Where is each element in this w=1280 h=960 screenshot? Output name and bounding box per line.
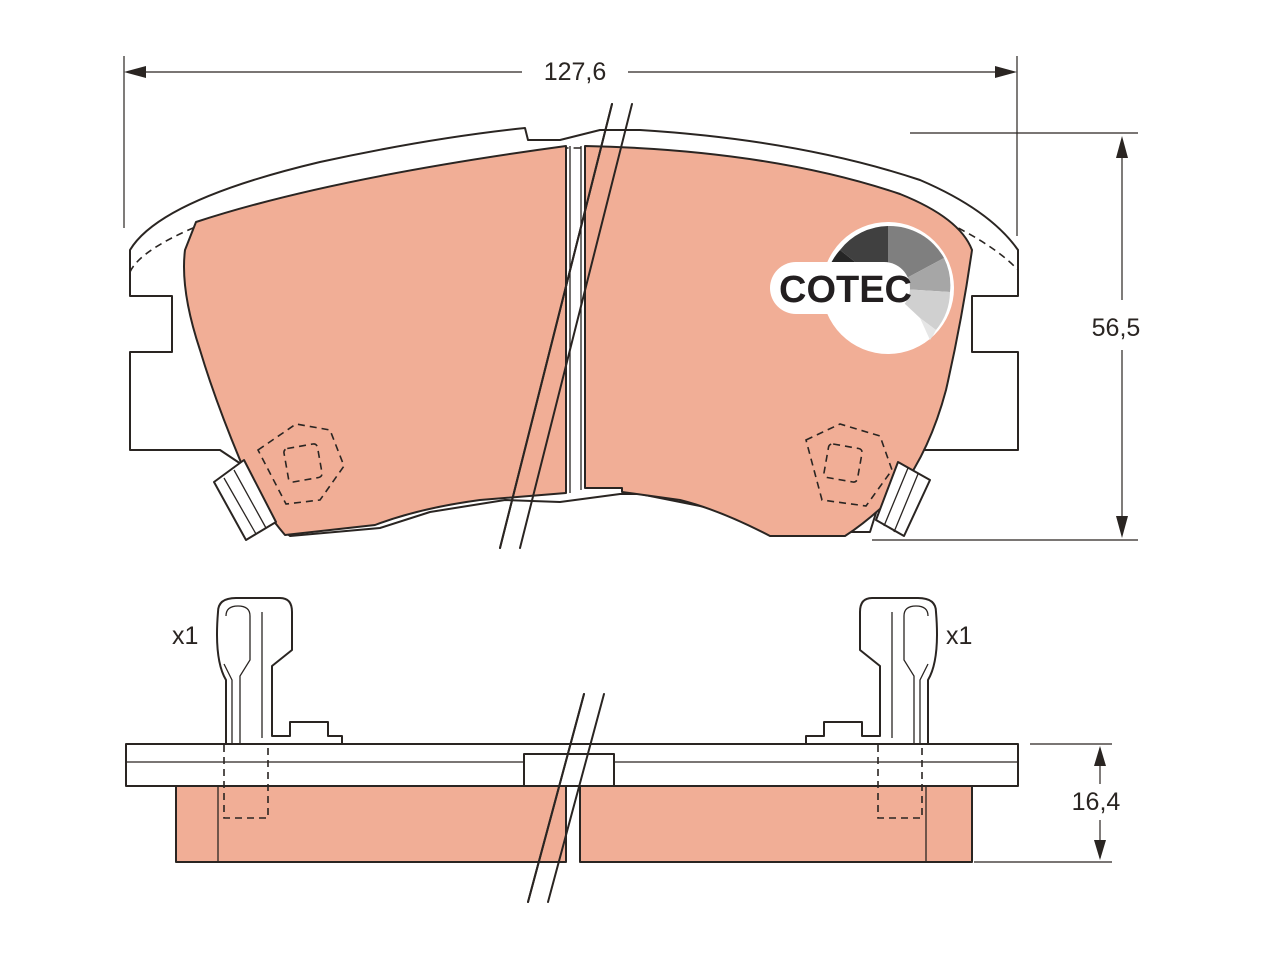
- clip-side-left: [216, 597, 343, 745]
- break-line-top: [499, 103, 633, 549]
- clip-qty-left: x1: [172, 622, 198, 650]
- clip-tab-left: [213, 459, 277, 541]
- friction-pad-top-view: [183, 145, 973, 537]
- dimension-width: 127,6: [123, 56, 1018, 236]
- clip-qty-right: x1: [946, 622, 972, 650]
- clip-tab-right: [875, 461, 931, 537]
- logo-text: COTEC: [779, 269, 912, 311]
- thickness-label: 16,4: [1072, 788, 1121, 816]
- wear-indicator-right: [805, 423, 893, 507]
- cotec-logo: COTEC: [770, 222, 954, 354]
- wear-indicator-left: [256, 423, 345, 505]
- dimension-thickness: 16,4: [974, 743, 1121, 863]
- dimension-height: 56,5: [872, 132, 1141, 541]
- break-line-bottom: [527, 693, 605, 903]
- clip-side-right: [805, 597, 938, 745]
- side-view: [125, 743, 1019, 863]
- width-label: 127,6: [544, 58, 607, 86]
- height-label: 56,5: [1092, 314, 1141, 342]
